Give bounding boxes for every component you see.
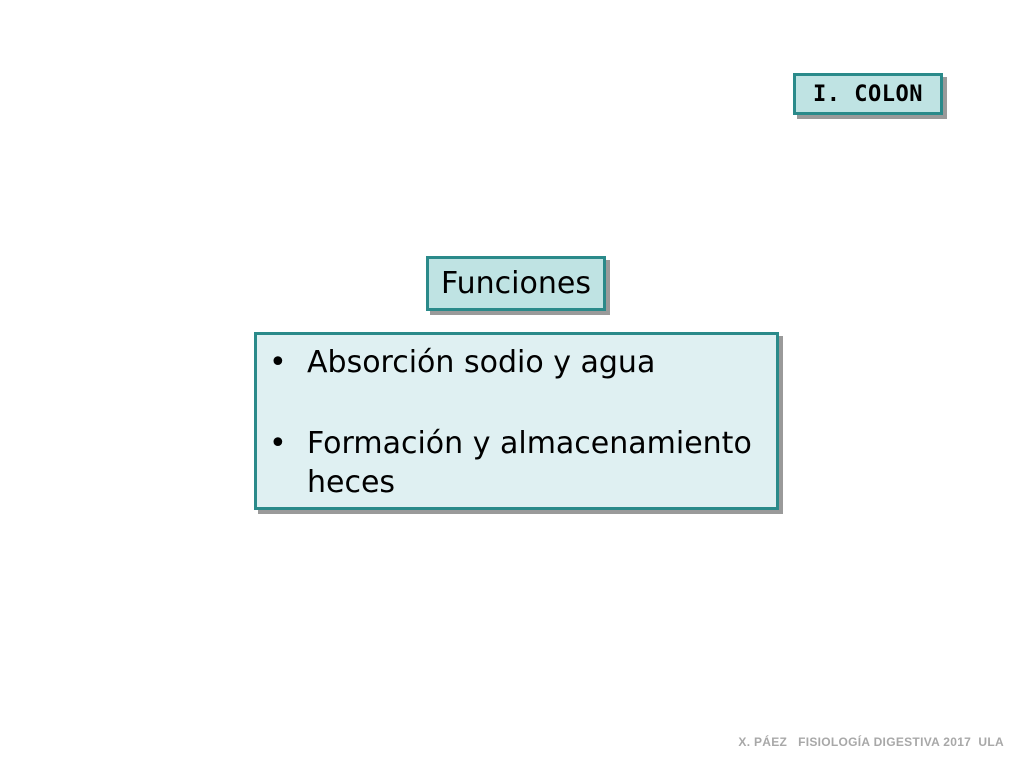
- footer-credit: X. PÁEZ FISIOLOGÍA DIGESTIVA 2017 ULA: [738, 735, 1004, 749]
- bullet-icon: •: [269, 345, 287, 380]
- list-item-text: Formación y almacenamiento heces: [307, 426, 752, 500]
- list-item: • Formación y almacenamiento heces: [267, 424, 772, 502]
- functions-list-box: • Absorción sodio y agua • Formación y a…: [254, 332, 779, 510]
- bullet-icon: •: [269, 426, 287, 461]
- functions-list: • Absorción sodio y agua • Formación y a…: [267, 343, 772, 502]
- section-tag-label: I. COLON: [813, 81, 923, 107]
- section-tag: I. COLON: [793, 73, 943, 115]
- list-item-text: Absorción sodio y agua: [307, 345, 656, 380]
- functions-title: Funciones: [441, 266, 591, 301]
- functions-title-box: Funciones: [426, 256, 606, 311]
- list-item: • Absorción sodio y agua: [267, 343, 772, 382]
